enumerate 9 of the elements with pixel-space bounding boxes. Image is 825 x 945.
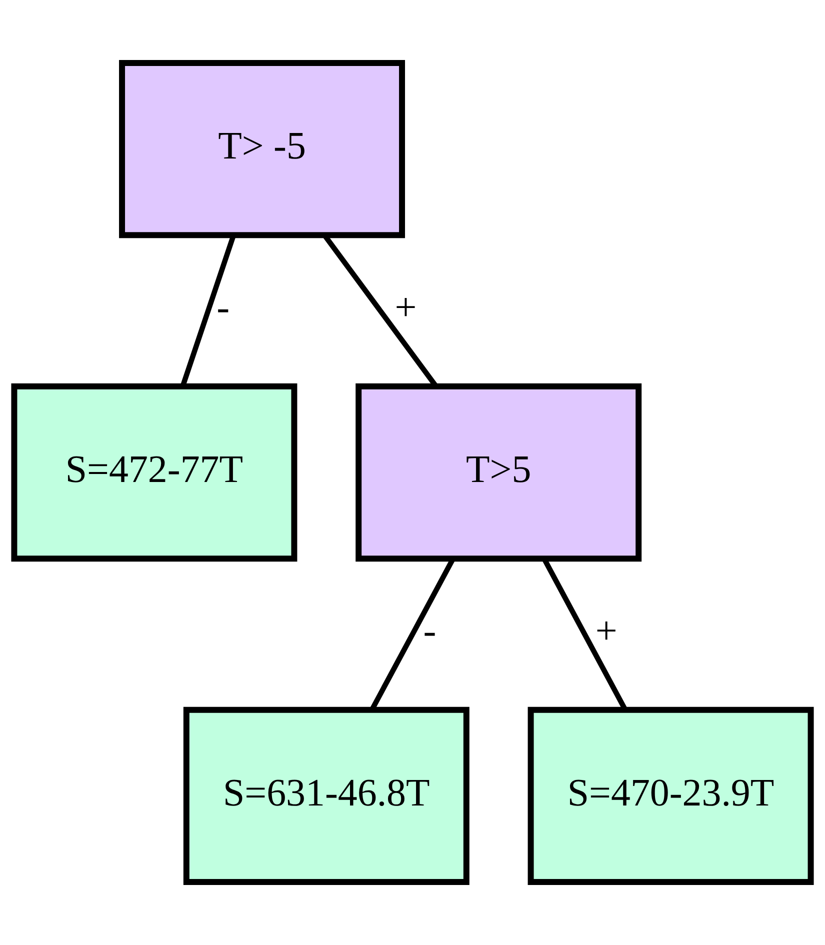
- edge-label: +: [394, 286, 417, 330]
- node-box: T> -5: [119, 60, 406, 238]
- edge-label: +: [595, 610, 618, 653]
- node-box: T>5: [356, 383, 642, 562]
- edge-label: -: [216, 286, 230, 330]
- edge-label: -: [423, 610, 436, 653]
- node-box: S=472-77T: [11, 383, 298, 562]
- node-box: S=631-46.8T: [183, 706, 470, 885]
- node-box: S=470-23.9T: [528, 706, 814, 885]
